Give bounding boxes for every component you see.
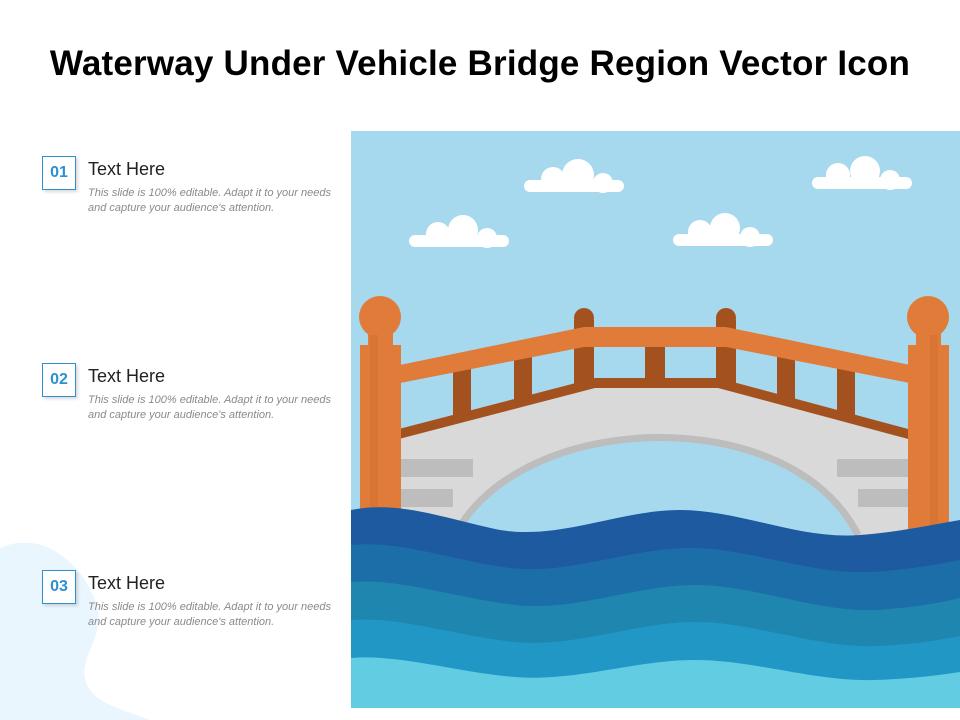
cloud-icon [524,159,624,193]
stone-brick [858,489,910,507]
bridge-arch [455,437,858,535]
bridge-illustration [351,131,960,708]
item-description: This slide is 100% editable. Adapt it to… [88,394,331,421]
cloud-icon [409,215,509,248]
item-description: This slide is 100% editable. Adapt it to… [88,601,331,628]
item-heading: Text Here [88,159,166,179]
item-heading: Text Here [88,366,166,386]
number-badge: 02 [42,363,76,397]
stone-brick [401,489,453,507]
railing-lower-rail [395,378,912,440]
railing-top-rail [395,327,915,384]
page-title: Waterway Under Vehicle Bridge Region Vec… [49,44,911,83]
railing-balusters [453,340,855,418]
cloud-icon [673,213,773,247]
stone-brick [401,459,473,477]
stone-brick [837,459,909,477]
number-badge: 01 [42,156,76,190]
number-badge: 03 [42,570,76,604]
right-pillar [907,296,949,545]
cloud-icon [812,156,912,190]
item-heading: Text Here [88,573,166,593]
item-description: This slide is 100% editable. Adapt it to… [88,187,331,214]
water [351,507,960,708]
